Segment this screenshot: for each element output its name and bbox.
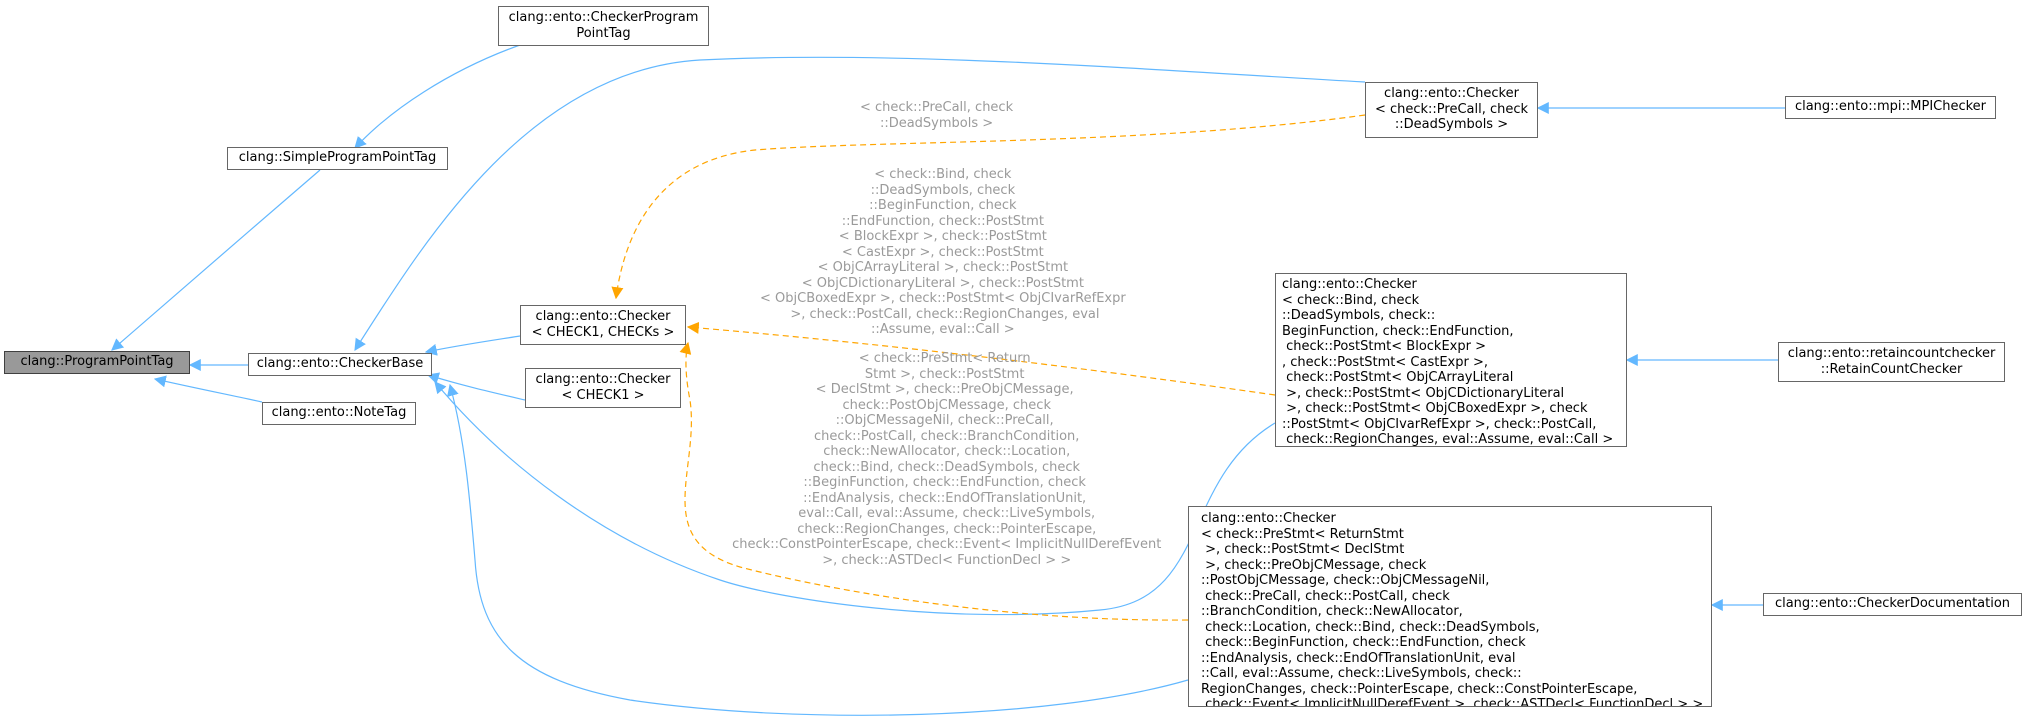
node-simple-program-point-tag[interactable]: clang::SimpleProgramPointTag <box>227 147 448 170</box>
edge-simpletag-to-programpointtag <box>111 169 321 351</box>
node-checker-precall-deadsymbols[interactable]: clang::ento::Checker < check::PreCall, c… <box>1365 82 1538 138</box>
edge-checker-precall-to-checkerbase <box>354 56 1366 352</box>
node-checker-program-point-tag[interactable]: clang::ento::CheckerProgram PointTag <box>498 6 709 46</box>
node-checker-documentation[interactable]: clang::ento::CheckerDocumentation <box>1763 593 2022 616</box>
edge-label-precall-deadsymbols: < check::PreCall, check ::DeadSymbols > <box>860 100 1014 131</box>
node-program-point-tag[interactable]: clang::ProgramPointTag <box>4 351 190 374</box>
edge-checker-check1-checks-to-checkerbase <box>424 335 521 356</box>
template-edge-prestmt <box>679 341 1189 621</box>
edge-checker-prestmt-to-checkerbase <box>447 383 1189 716</box>
node-checker-base[interactable]: clang::ento::CheckerBase <box>248 353 432 376</box>
edge-notetag-to-programpointtag <box>153 375 263 403</box>
node-checker-check1-checks[interactable]: clang::ento::Checker < CHECK1, CHECKs > <box>520 305 686 345</box>
edge-label-prestmt-list: < check::PreStmt< Return Stmt >, check::… <box>732 351 1162 568</box>
template-edge-precall <box>611 114 1366 300</box>
node-retain-count-checker[interactable]: clang::ento::retaincountchecker ::Retain… <box>1778 342 2005 382</box>
node-checker-bind-list[interactable]: clang::ento::Checker < check::Bind, chec… <box>1275 273 1627 447</box>
node-checker-check1[interactable]: clang::ento::Checker < CHECK1 > <box>525 368 681 408</box>
template-edge-bind <box>686 321 1276 396</box>
edge-checkerprogramtag-to-simpletag <box>354 44 521 149</box>
node-mpi-checker[interactable]: clang::ento::mpi::MPIChecker <box>1785 96 1996 119</box>
edge-checker-check1-to-checkerbase <box>426 372 526 401</box>
node-note-tag[interactable]: clang::ento::NoteTag <box>262 402 416 425</box>
edge-label-bind-list: < check::Bind, check ::DeadSymbols, chec… <box>760 167 1126 337</box>
node-checker-prestmt-list[interactable]: clang::ento::Checker < check::PreStmt< R… <box>1188 506 1712 707</box>
